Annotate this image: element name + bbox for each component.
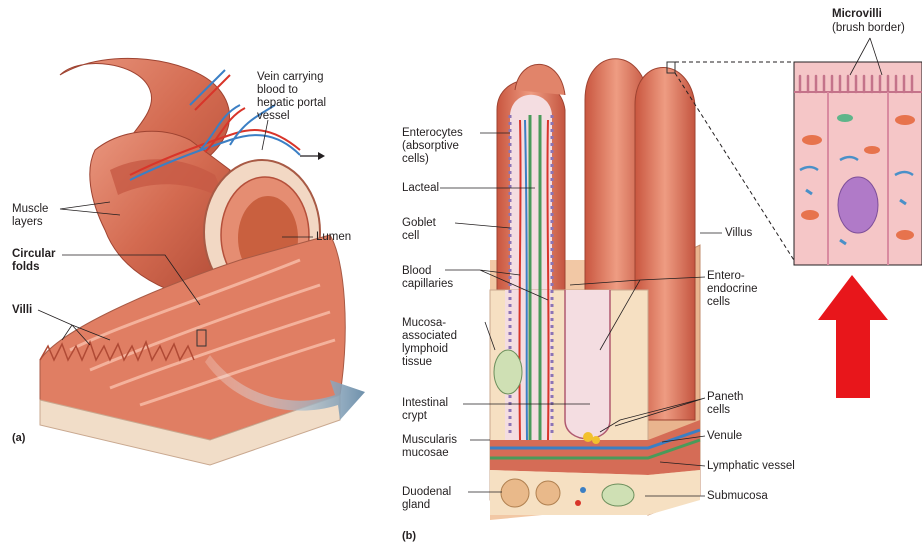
duodenal-line: gland bbox=[402, 499, 451, 512]
venule-label: Venule bbox=[707, 430, 742, 443]
enterocytes-line: Enterocytes bbox=[402, 127, 463, 140]
enteroendocrine-label: Entero- endocrine cells bbox=[707, 270, 758, 309]
vein-label-line: blood to bbox=[257, 84, 326, 97]
blood-capillaries-label: Blood capillaries bbox=[402, 265, 453, 291]
muscle-layers-line: Muscle bbox=[12, 203, 48, 216]
enteroendocrine-line: endocrine bbox=[707, 283, 758, 296]
red-highlight-arrow bbox=[818, 275, 888, 398]
goblet-line: Goblet bbox=[402, 217, 436, 230]
panel-a-letter: (a) bbox=[12, 432, 25, 444]
circular-folds-label: Circular folds bbox=[12, 248, 55, 274]
muscularis-line: Muscularis bbox=[402, 434, 457, 447]
villus-label: Villus bbox=[725, 227, 752, 240]
crypt-line: crypt bbox=[402, 410, 448, 423]
crypt-line: Intestinal bbox=[402, 397, 448, 410]
duodenal-gland-label: Duodenal gland bbox=[402, 486, 451, 512]
muscularis-line: mucosae bbox=[402, 447, 457, 460]
villi-label: Villi bbox=[12, 304, 32, 317]
inset-microvilli bbox=[794, 62, 922, 265]
microvilli-subtitle: (brush border) bbox=[832, 22, 905, 35]
panel-b-letter: (b) bbox=[402, 530, 416, 542]
enterocytes-label: Enterocytes (absorptive cells) bbox=[402, 127, 463, 166]
microvilli-title: Microvilli bbox=[832, 8, 882, 21]
vein-label-line: hepatic portal bbox=[257, 97, 326, 110]
enterocytes-line: cells) bbox=[402, 153, 463, 166]
malt-line: tissue bbox=[402, 356, 457, 369]
muscle-layers-label: Muscle layers bbox=[12, 203, 48, 229]
malt-label: Mucosa- associated lymphoid tissue bbox=[402, 317, 457, 369]
blood-capillaries-line: capillaries bbox=[402, 278, 453, 291]
vein-label: Vein carrying blood to hepatic portal ve… bbox=[257, 71, 326, 123]
paneth-line: cells bbox=[707, 404, 743, 417]
vein-label-line: vessel bbox=[257, 110, 326, 123]
villus-block-drawing bbox=[490, 59, 700, 520]
goblet-cell-label: Goblet cell bbox=[402, 217, 436, 243]
malt-line: associated bbox=[402, 330, 457, 343]
circular-folds-line: folds bbox=[12, 261, 55, 274]
submucosa-label: Submucosa bbox=[707, 490, 768, 503]
lacteal-label: Lacteal bbox=[402, 182, 439, 195]
blood-capillaries-line: Blood bbox=[402, 265, 453, 278]
intestinal-crypt-label: Intestinal crypt bbox=[402, 397, 448, 423]
lumen-label: Lumen bbox=[316, 231, 351, 244]
enteroendocrine-line: cells bbox=[707, 296, 758, 309]
paneth-line: Paneth bbox=[707, 391, 743, 404]
goblet-line: cell bbox=[402, 230, 436, 243]
paneth-cells-label: Paneth cells bbox=[707, 391, 743, 417]
muscle-layers-line: layers bbox=[12, 216, 48, 229]
circular-folds-line: Circular bbox=[12, 248, 55, 261]
vein-arrowhead bbox=[318, 152, 325, 160]
malt-line: Mucosa- bbox=[402, 317, 457, 330]
malt-line: lymphoid bbox=[402, 343, 457, 356]
lymphatic-vessel-label: Lymphatic vessel bbox=[707, 460, 795, 473]
enteroendocrine-line: Entero- bbox=[707, 270, 758, 283]
duodenal-line: Duodenal bbox=[402, 486, 451, 499]
enterocytes-line: (absorptive bbox=[402, 140, 463, 153]
vein-label-line: Vein carrying bbox=[257, 71, 326, 84]
muscularis-mucosae-label: Muscularis mucosae bbox=[402, 434, 457, 460]
